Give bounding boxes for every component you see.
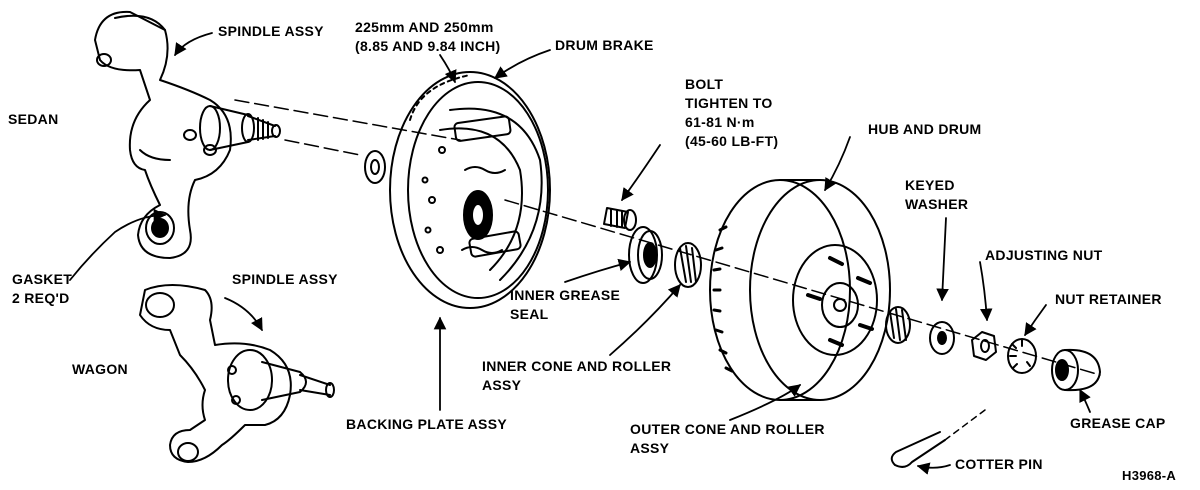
label-inner-cone-roller-line2: ASSY	[482, 377, 522, 393]
grease-cap	[1051, 348, 1101, 392]
label-spindle-assy-wagon: SPINDLE ASSY	[232, 271, 338, 287]
label-outer-cone-roller: OUTER CONE AND ROLLER ASSY	[630, 420, 825, 458]
label-backing-plate-assy: BACKING PLATE ASSY	[346, 416, 507, 432]
wagon-spindle	[139, 284, 335, 463]
nut-retainer	[1007, 338, 1037, 374]
label-nut-retainer: NUT RETAINER	[1055, 291, 1162, 307]
label-cotter-pin: COTTER PIN	[955, 456, 1043, 472]
bolt	[603, 207, 637, 231]
label-gasket: GASKET 2 REQ'D	[12, 270, 72, 308]
label-bolt: BOLT TIGHTEN TO 61-81 N·m (45-60 LB-FT)	[685, 75, 778, 151]
label-bolt-line1: BOLT	[685, 76, 724, 92]
gasket	[364, 150, 386, 184]
label-inner-cone-roller: INNER CONE AND ROLLER ASSY	[482, 357, 671, 395]
sedan-spindle	[94, 10, 281, 259]
label-bolt-line4: (45-60 LB-FT)	[685, 133, 779, 149]
label-bolt-line2: TIGHTEN TO	[685, 95, 773, 111]
label-outer-cone-roller-line1: OUTER CONE AND ROLLER	[630, 421, 825, 437]
hub-and-drum	[709, 179, 891, 401]
label-inner-grease-seal-line1: INNER GREASE	[510, 287, 621, 303]
backing-plate	[389, 71, 551, 309]
label-keyed-washer: KEYED WASHER	[905, 176, 968, 214]
label-keyed-washer-line1: KEYED	[905, 177, 955, 193]
label-adjusting-nut: ADJUSTING NUT	[985, 247, 1103, 263]
label-inner-cone-roller-line1: INNER CONE AND ROLLER	[482, 358, 672, 374]
label-inner-grease-seal-line2: SEAL	[510, 306, 549, 322]
label-inner-grease-seal: INNER GREASE SEAL	[510, 286, 620, 324]
inner-cone-roller	[674, 242, 702, 288]
label-hub-and-drum: HUB AND DRUM	[868, 121, 982, 137]
label-spindle-assy-sedan: SPINDLE ASSY	[218, 23, 324, 39]
label-bolt-line3: 61-81 N·m	[685, 114, 755, 130]
label-drum-size-line2: (8.85 AND 9.84 INCH)	[355, 38, 501, 54]
label-gasket-line1: GASKET	[12, 271, 73, 287]
adjusting-nut	[971, 331, 997, 361]
label-outer-cone-roller-line2: ASSY	[630, 440, 670, 456]
label-gasket-line2: 2 REQ'D	[12, 290, 70, 306]
outer-cone-roller	[885, 306, 911, 344]
label-keyed-washer-line2: WASHER	[905, 196, 969, 212]
label-drum-size: 225mm AND 250mm (8.85 AND 9.84 INCH)	[355, 18, 501, 56]
keyed-washer	[929, 321, 955, 355]
inner-grease-seal	[628, 226, 663, 284]
assembly-axis	[234, 99, 1101, 376]
label-grease-cap: GREASE CAP	[1070, 415, 1166, 431]
cotter-pin	[890, 409, 986, 468]
label-drum-brake: DRUM BRAKE	[555, 37, 654, 53]
leader-lines	[69, 32, 1091, 475]
label-wagon: WAGON	[72, 361, 128, 377]
label-drum-size-line1: 225mm AND 250mm	[355, 19, 494, 35]
figure-id: H3968-A	[1122, 468, 1177, 483]
label-sedan: SEDAN	[8, 111, 59, 127]
